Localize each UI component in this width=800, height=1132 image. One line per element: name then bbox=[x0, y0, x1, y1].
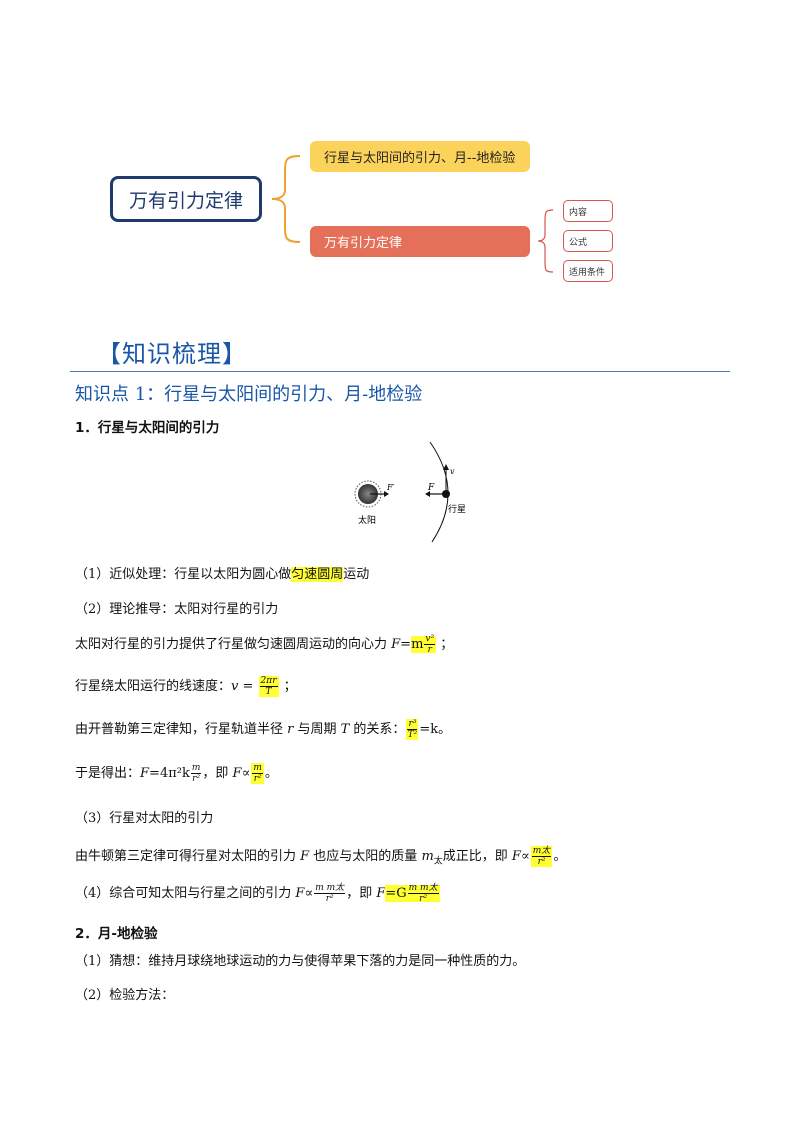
brace-root bbox=[271, 155, 301, 243]
line-planet-on-sun: （3）行星对太阳的引力 bbox=[75, 811, 214, 826]
sun-label: 太阳 bbox=[358, 514, 376, 526]
line-hypothesis: （1）猜想：维持月球绕地球运动的力与使得苹果下落的力是同一种性质的力。 bbox=[75, 954, 526, 969]
sun-planet-figure: F′ 太阳 F v 行星 bbox=[354, 441, 466, 543]
planet-label: 行星 bbox=[448, 503, 466, 515]
mindmap-leaf-formula: 公式 bbox=[563, 230, 613, 252]
line-test-method: （2）检验方法： bbox=[75, 988, 175, 1003]
section-divider bbox=[70, 371, 730, 372]
velocity-label: v bbox=[450, 467, 455, 476]
line-newton-third-law: 由牛顿第三定律可得行星对太阳的引力 F 也应与太阳的质量 m太成正比，即 F∝m… bbox=[75, 846, 567, 867]
knowledge-point-title: 知识点 1：行星与太阳间的引力、月-地检验 bbox=[75, 384, 423, 405]
brace-branch2 bbox=[537, 209, 554, 273]
mindmap-leaf-conditions: 适用条件 bbox=[563, 260, 613, 282]
mindmap-leaf-content: 内容 bbox=[563, 200, 613, 222]
heading-planet-sun-gravity: 1．行星与太阳间的引力 bbox=[75, 420, 220, 436]
mindmap-branch-gravity-moon-earth: 行星与太阳间的引力、月--地检验 bbox=[310, 141, 530, 172]
heading-moon-earth-test: 2．月-地检验 bbox=[75, 926, 158, 942]
mindmap-root: 万有引力定律 bbox=[110, 176, 262, 222]
force-label-sun: F′ bbox=[386, 483, 395, 492]
section-title: 【知识梳理】 bbox=[97, 340, 247, 368]
mindmap-connectors bbox=[271, 155, 554, 273]
mindmap-branch-universal-gravitation: 万有引力定律 bbox=[310, 226, 530, 257]
line-approximation: （1）近似处理：行星以太阳为圆心做匀速圆周运动 bbox=[75, 567, 370, 582]
force-label-planet: F bbox=[427, 483, 435, 493]
planet-icon bbox=[442, 490, 450, 498]
line-derivation: （2）理论推导：太阳对行星的引力 bbox=[75, 602, 279, 617]
